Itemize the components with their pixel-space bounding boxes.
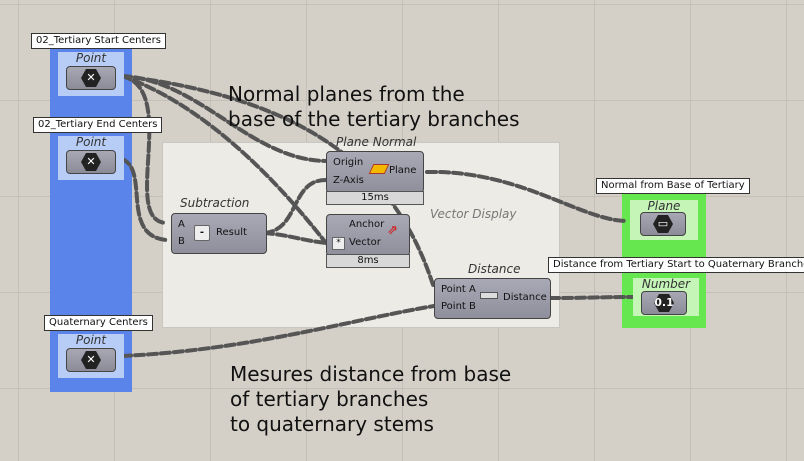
param-capsule[interactable]: ▭ — [640, 212, 686, 236]
tooltip-plane: Normal from Base of Tertiary — [596, 178, 750, 194]
tooltip-quaternary: Quaternary Centers — [44, 315, 153, 331]
vector-display-timing: 8ms — [326, 254, 410, 268]
output-distance[interactable]: Distance — [503, 292, 547, 303]
input-b[interactable]: B — [178, 236, 185, 247]
param-title: Point — [75, 51, 107, 65]
input-vector[interactable]: Vector — [349, 237, 381, 248]
point-param-tertiary-start[interactable]: Point ✕ — [58, 51, 124, 96]
param-title: Point — [75, 135, 107, 149]
vector-display-component[interactable]: Anchor * Vector ⇗ — [326, 214, 410, 256]
note-line: Mesures distance from base — [230, 362, 512, 386]
tooltip-tertiary-end: 02_Tertiary End Centers — [33, 117, 163, 133]
note-line: Normal planes from the — [228, 82, 465, 106]
point-param-tertiary-end[interactable]: Point ✕ — [58, 135, 124, 180]
wire — [120, 304, 436, 358]
vector-display-title: Vector Display — [430, 207, 517, 221]
wire — [120, 74, 168, 225]
distance-title: Distance — [468, 262, 521, 276]
wire — [120, 74, 436, 290]
ruler-icon — [480, 292, 498, 299]
note-line: base of the tertiary branches — [228, 107, 520, 131]
input-origin[interactable]: Origin — [333, 157, 364, 168]
blue-group[interactable] — [50, 40, 132, 392]
param-title: Plane — [647, 199, 681, 213]
param-capsule[interactable]: 0.1 — [641, 291, 687, 315]
distance-component[interactable]: Point A Point B Distance — [434, 278, 551, 319]
note-line: to quaternary stems — [230, 412, 434, 436]
plane-normal-title: Plane Normal — [336, 135, 417, 149]
note-line: of tertiary branches — [230, 387, 429, 411]
param-title: Number — [641, 277, 691, 291]
input-z-axis[interactable]: Z-Axis — [333, 175, 364, 186]
point-icon: ✕ — [81, 69, 101, 87]
wire — [120, 74, 328, 245]
vector-arrows-icon: ⇗ — [387, 223, 398, 238]
point-param-quaternary[interactable]: Point ✕ — [58, 333, 124, 378]
tooltip-number: Distance from Tertiary Start to Quaterna… — [548, 257, 804, 273]
param-capsule[interactable]: ✕ — [66, 150, 116, 174]
input-point-b[interactable]: Point B — [441, 301, 476, 312]
note-distance: Mesures distance from base of tertiary b… — [230, 362, 511, 437]
subtraction-component[interactable]: A B - Result — [171, 213, 267, 254]
wire — [425, 169, 628, 223]
wire — [262, 231, 328, 245]
tooltip-tertiary-start: 02_Tertiary Start Centers — [31, 33, 166, 49]
param-capsule[interactable]: ✕ — [66, 348, 116, 372]
input-point-a[interactable]: Point A — [441, 284, 476, 295]
point-icon: ✕ — [81, 153, 101, 171]
output-plane[interactable]: Plane — [389, 165, 417, 176]
param-capsule[interactable]: ✕ — [66, 66, 116, 90]
plane-param[interactable]: Plane ▭ — [630, 199, 698, 240]
minus-icon: - — [194, 225, 210, 241]
plane-normal-component[interactable]: Origin Z-Axis Plane — [326, 151, 424, 193]
input-anchor[interactable]: Anchor — [349, 219, 385, 230]
wire — [262, 178, 328, 235]
point-icon: ✕ — [81, 351, 101, 369]
param-title: Point — [75, 333, 107, 347]
asterisk-icon: * — [332, 237, 345, 250]
input-a[interactable]: A — [178, 219, 185, 230]
number-param[interactable]: Number 0.1 — [633, 277, 699, 316]
plane-normal-timing: 15ms — [326, 191, 424, 205]
number-icon: 0.1 — [654, 294, 674, 312]
plane-normal-icon — [368, 164, 390, 174]
wire — [548, 295, 634, 300]
wire — [120, 157, 168, 242]
output-result[interactable]: Result — [216, 227, 247, 238]
note-normal-planes: Normal planes from the base of the terti… — [228, 82, 520, 132]
subtraction-title: Subtraction — [180, 196, 250, 210]
plane-icon: ▭ — [653, 215, 673, 233]
